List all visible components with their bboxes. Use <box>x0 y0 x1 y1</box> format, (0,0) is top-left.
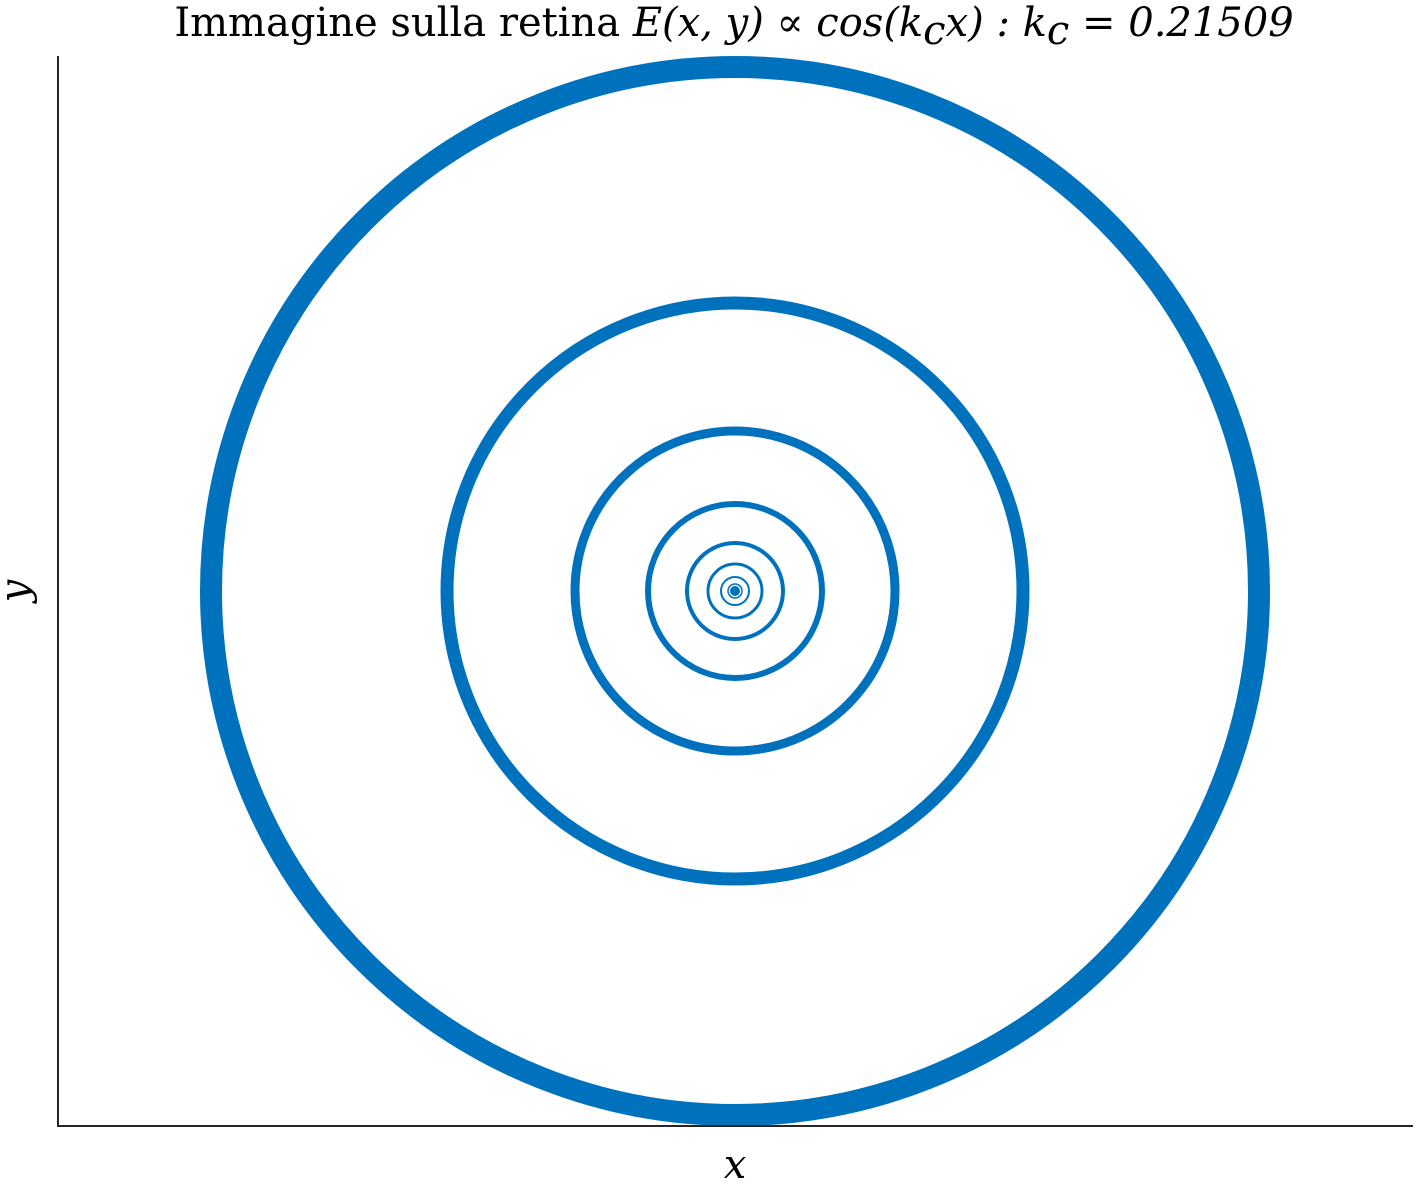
ring-8 <box>727 583 743 599</box>
title-formula-end: = 0.21509 <box>1069 0 1293 46</box>
ring-7 <box>720 576 750 606</box>
title-formula: E(x, y) ∝ cos(k <box>632 0 923 46</box>
x-axis-label: x <box>724 1142 747 1184</box>
plot-area <box>200 56 1270 1126</box>
title-formula-subscript-2: c <box>1047 8 1069 54</box>
title-formula-middle: x) : k <box>946 0 1047 46</box>
y-axis-label: y <box>0 578 38 604</box>
ring-2 <box>440 296 1030 886</box>
ring-4 <box>645 501 825 681</box>
title-formula-subscript: c <box>923 8 945 54</box>
center-point <box>730 586 740 596</box>
ring-1 <box>200 56 1270 1126</box>
ring-3 <box>570 426 900 756</box>
rings-group <box>200 56 1270 1126</box>
chart-title: Immagine sulla retina E(x, y) ∝ cos(kcx)… <box>174 0 1293 54</box>
title-prefix: Immagine sulla retina <box>174 0 632 46</box>
ring-5 <box>685 541 785 641</box>
ring-6 <box>706 562 764 620</box>
